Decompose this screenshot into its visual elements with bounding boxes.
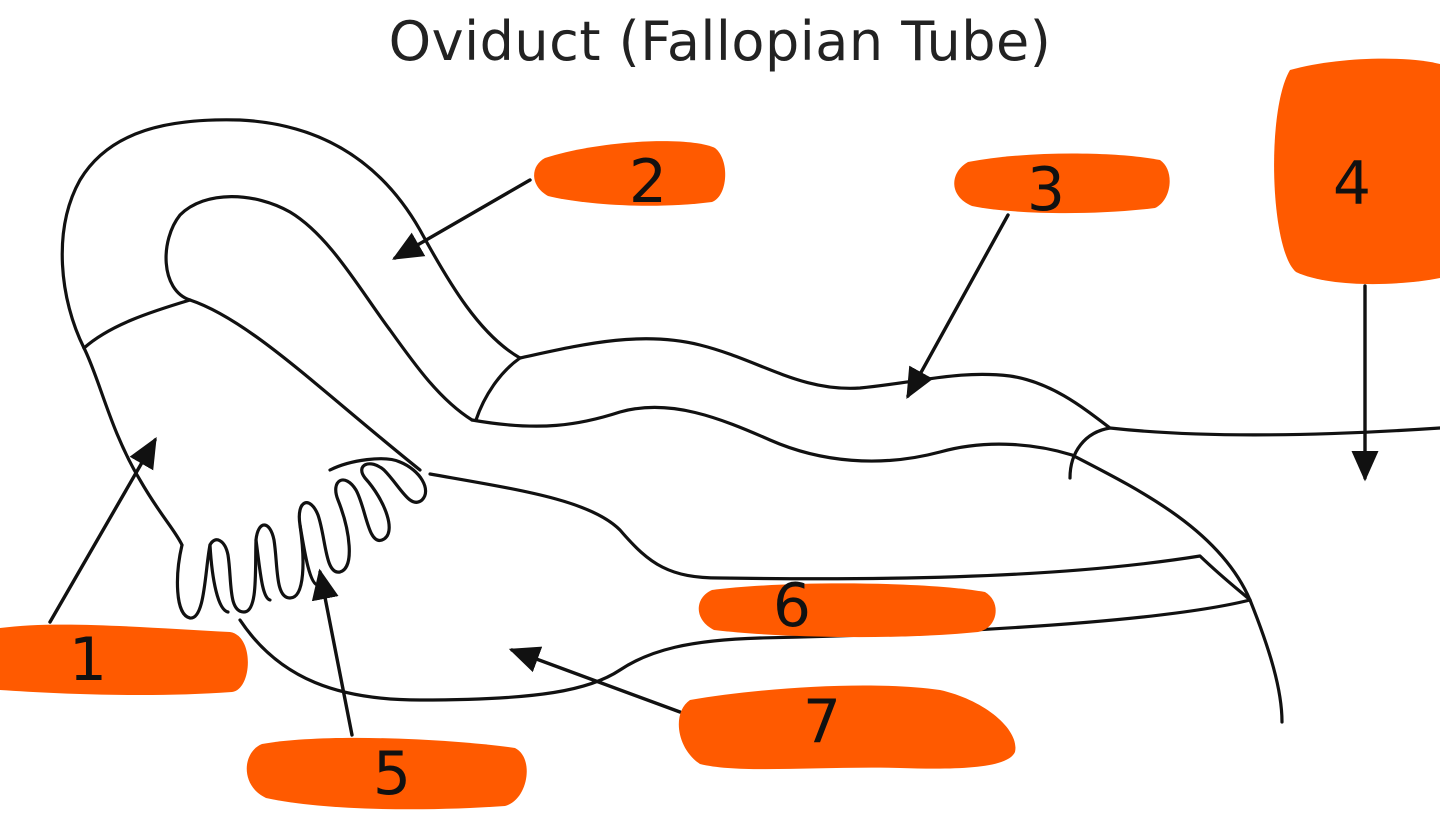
arrow-7 [508, 646, 682, 714]
arrow-5 [311, 568, 354, 737]
infundibulum-left-edge [82, 346, 184, 547]
label-4-text: 4 [1333, 149, 1371, 219]
label-5[interactable]: 5 [246, 737, 527, 810]
fimbriae [175, 457, 428, 620]
arrow-3 [906, 213, 1010, 399]
label-1[interactable]: 1 [0, 624, 248, 696]
label-7-blob [678, 685, 1016, 770]
isthmus-lower-wall [470, 405, 1074, 463]
label-1-text: 1 [69, 625, 107, 695]
ampulla-outer-wall [60, 118, 522, 360]
label-3[interactable]: 3 [954, 153, 1170, 226]
diagram-title: Oviduct (Fallopian Tube) [388, 10, 1052, 73]
pointer-arrows [48, 178, 1379, 737]
label-6-blob [698, 583, 996, 638]
label-6-text: 6 [773, 571, 811, 641]
label-3-blob [954, 153, 1170, 214]
label-6[interactable]: 6 [698, 571, 996, 641]
label-3-text: 3 [1027, 155, 1065, 225]
label-5-blob [246, 737, 527, 810]
label-2-blob [534, 141, 726, 206]
isthmus-upper-wall [518, 337, 1440, 437]
label-7[interactable]: 7 [678, 685, 1016, 770]
infundibulum-junction [82, 298, 192, 350]
label-2[interactable]: 2 [534, 141, 726, 217]
label-4-blob [1274, 58, 1440, 285]
label-2-text: 2 [629, 147, 667, 217]
ovary-lower-edge [238, 598, 1252, 702]
ovary-upper-edge [428, 472, 1252, 602]
label-7-text: 7 [803, 687, 841, 757]
label-4[interactable]: 4 [1274, 58, 1440, 285]
infundibulum-upper-edge [188, 298, 422, 472]
isthmus-uterus-junction [1068, 426, 1112, 480]
label-1-blob [0, 624, 248, 696]
arrow-2 [392, 178, 532, 260]
arrow-1 [48, 437, 157, 624]
uterine-wall [1070, 453, 1284, 724]
ampulla-isthmus-junction [474, 356, 522, 422]
label-5-text: 5 [373, 739, 411, 809]
ampulla-inner-wall [164, 195, 474, 422]
